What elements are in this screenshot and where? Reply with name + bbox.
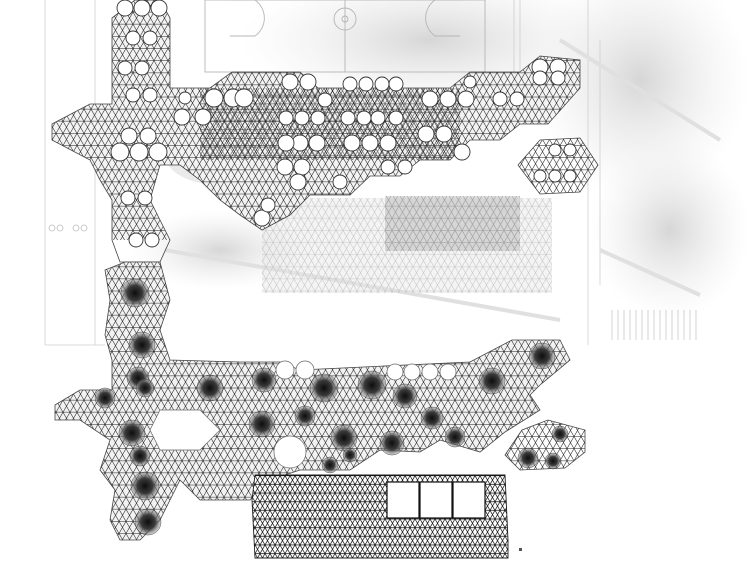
basketball-court [204,0,486,73]
bench-stripes [611,310,697,340]
window-bay [452,481,486,519]
building-block [251,474,509,559]
scale-mark [519,548,522,551]
lower-paving-layer [54,261,586,559]
round-paver-icon [110,0,577,248]
bicycle-icon [48,224,88,232]
window-bay [419,481,453,519]
round-paver-icon [273,360,457,469]
site-context-background [44,0,750,346]
window-bay [386,481,420,519]
tree-canopy-icon [94,278,569,536]
